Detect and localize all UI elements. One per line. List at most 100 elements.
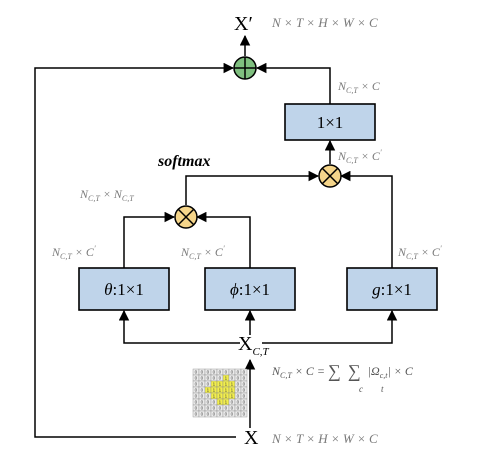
theta-out-dims: NC,T × C′ [51,244,96,261]
conv-to-add-arrow [255,62,331,104]
mul1-to-mul2-arrow [185,170,320,205]
softmax-label: softmax [157,153,210,170]
mask-cell-value: 0 [243,376,246,381]
mask-cell-value: 0 [237,394,240,399]
xct-label: XC,T [238,333,270,358]
input-dims: N × T × H × W × C [271,431,378,446]
mask-cell-value: 0 [195,376,198,381]
mask-cell-value: 0 [207,412,210,417]
theta-box [78,267,170,311]
mask-cell-value: 0 [207,400,210,405]
mask-cell-value: 1 [213,388,216,393]
mask-cell-value: 0 [219,412,222,417]
mask-cell-value: 1 [231,382,234,387]
mul1-node [174,205,198,229]
mask-cell-value: 0 [237,382,240,387]
mask-cell-value: 0 [243,382,246,387]
mask-cell-value: 1 [213,394,216,399]
mask-cell-value: 0 [225,370,228,375]
mask-cell-value: 0 [201,370,204,375]
mask-cell-value: 0 [201,394,204,399]
mask-cell-value: 0 [213,406,216,411]
mask-cell-value: 0 [237,412,240,417]
formula: NC,T × C = ∑ ∑ |Ωc,t| × C [271,361,414,381]
g-box [346,267,438,311]
mask-cell-value: 0 [243,400,246,405]
mask-cell-value: 0 [231,400,234,405]
mask-cell-value: 0 [243,388,246,393]
mask-cell-value: 1 [219,394,222,399]
mask-cell-value: 0 [207,376,210,381]
phi-to-mul1-arrow [195,211,251,268]
mask-cell-value: 0 [213,400,216,405]
mask-cell-value: 0 [231,370,234,375]
mul2-node [318,164,342,188]
mask-cell-value: 1 [225,382,228,387]
mask-cell-value: 0 [237,370,240,375]
mask-cell-value: 0 [195,394,198,399]
mask-cell-value: 0 [237,406,240,411]
final-conv-label: 1×1 [317,113,344,132]
mask-cell-value: 0 [195,382,198,387]
output-label: X′ [234,13,253,35]
mask-cell-value: 0 [231,376,234,381]
mask-cell-value: 1 [225,400,228,405]
theta-label: θ:1×1 [104,280,144,299]
mask-cell-value: 0 [201,376,204,381]
mask-cell-value: 0 [201,400,204,405]
mask-cell-value: 0 [213,370,216,375]
output-dims: N × T × H × W × C [271,15,378,30]
final-conv-box [284,103,376,141]
conv-out-dims: NC,T × C [337,79,381,95]
mask-cell-value: 1 [207,388,210,393]
input-label: X [244,427,259,449]
phi-out-dims: NC,T × C′ [180,244,225,261]
mask-cell-value: 0 [207,382,210,387]
mask-cell-value: 0 [207,406,210,411]
mask-cell-value: 0 [207,370,210,375]
mask-cell-value: 0 [243,370,246,375]
g-label: g:1×1 [372,280,412,299]
mask-cell-value: 1 [219,400,222,405]
mask-cell-value: 0 [195,406,198,411]
formula-sum2-sub: t [381,384,384,394]
phi-label: ϕ:1×1 [230,280,270,299]
mask-cell-value: 0 [231,406,234,411]
mask-cell-value: 0 [201,388,204,393]
mask-cell-value: 0 [201,382,204,387]
mask-cell-value: 0 [231,412,234,417]
mask-cell-value: 0 [213,376,216,381]
mask-cell-value: 0 [201,406,204,411]
mask-cell-value: 0 [213,412,216,417]
mask-cell-value: 0 [201,412,204,417]
mask-cell-value: 1 [231,388,234,393]
softmax-out-dims: NC,T × NC,T [79,187,134,203]
mask-cell-value: 0 [219,406,222,411]
mask-cell [240,410,248,418]
phi-box [204,267,296,311]
mask-cell-value: 0 [195,370,198,375]
mask-cell-value: 0 [195,412,198,417]
mask-cell-value: 1 [225,376,228,381]
mask-cell-value: 1 [225,388,228,393]
mask-cell-value: 0 [225,412,228,417]
mul2-out-dims: NC,T × C′ [337,148,382,165]
mask-cell-value: 1 [213,382,216,387]
g-to-mul2-arrow [339,170,393,268]
mask-cell-value: 1 [231,394,234,399]
mask-cell-value: 0 [225,406,228,411]
mask-cell-value: 0 [243,406,246,411]
add-node [233,56,257,80]
mask-cell-value: 1 [219,388,222,393]
mask-cell-value: 0 [237,400,240,405]
residual-connection [34,62,236,438]
xct-to-theta-arrow [118,309,240,344]
g-out-dims: NC,T × C′ [397,244,442,261]
mask-cell-value: 0 [219,370,222,375]
mask-cell-value: 0 [243,412,246,417]
mask-cell-value: 0 [195,400,198,405]
mask-cell-value: 0 [237,376,240,381]
